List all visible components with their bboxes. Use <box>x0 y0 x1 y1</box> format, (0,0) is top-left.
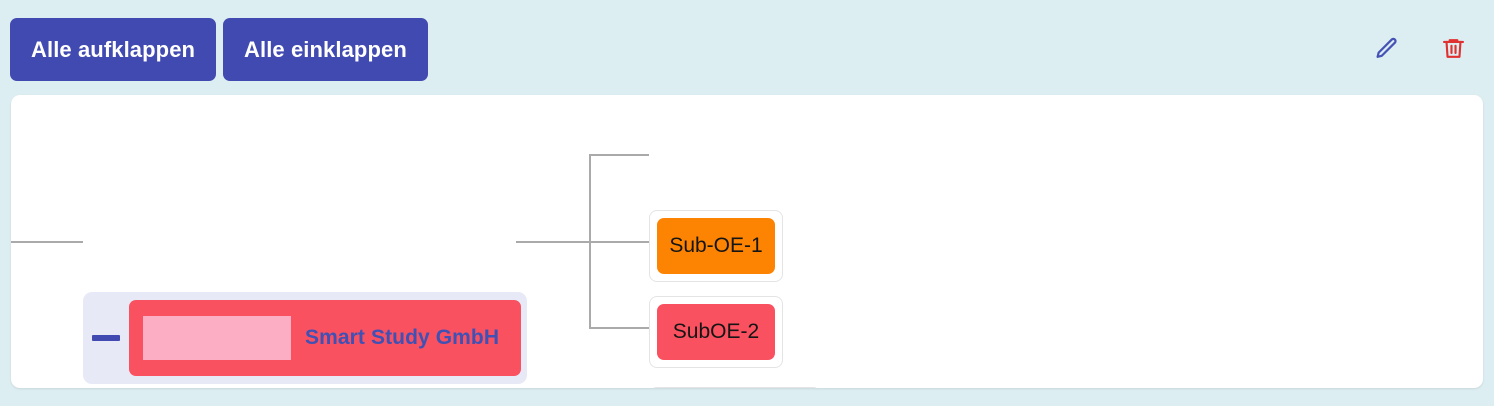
node-label-sub-oe-2: SubOE-2 <box>672 320 760 343</box>
minus-icon <box>92 335 120 341</box>
connector-branch-2 <box>589 241 649 243</box>
trash-icon <box>1440 35 1467 65</box>
node-label-root: Smart Study GmbH <box>305 326 500 349</box>
node-box-sub-oe-1[interactable]: Sub-OE-1 <box>657 218 775 274</box>
tree-node-sub-oe-1[interactable]: Sub-OE-1 <box>649 210 783 282</box>
node-label-sub-oe-1: Sub-OE-1 <box>669 234 763 257</box>
tree-node-root[interactable]: Smart Study GmbH <box>83 292 527 384</box>
collapse-all-button[interactable]: Alle einklappen <box>223 18 428 81</box>
connector-root-inbound <box>11 241 83 243</box>
connector-branch-1 <box>589 154 649 156</box>
delete-button[interactable] <box>1433 30 1473 70</box>
edit-button[interactable] <box>1366 30 1406 70</box>
toolbar: Alle aufklappen Alle einklappen <box>0 0 1494 95</box>
node-box-root[interactable]: Smart Study GmbH <box>129 300 521 376</box>
pencil-icon <box>1372 35 1400 66</box>
collapse-toggle-root[interactable] <box>83 293 129 383</box>
node-thumbnail <box>143 316 291 360</box>
tree-node-sub-oe-3[interactable]: + Sub-OE-3 <box>649 387 821 388</box>
node-box-sub-oe-2[interactable]: SubOE-2 <box>657 304 775 360</box>
tree-node-sub-oe-2[interactable]: SubOE-2 <box>649 296 783 368</box>
connector-branch-3 <box>589 327 649 329</box>
connector-root-outbound <box>516 241 590 243</box>
expand-all-button[interactable]: Alle aufklappen <box>10 18 217 81</box>
org-chart-canvas[interactable]: Smart Study GmbH Sub-OE-1 SubOE-2 + Sub-… <box>11 95 1483 388</box>
